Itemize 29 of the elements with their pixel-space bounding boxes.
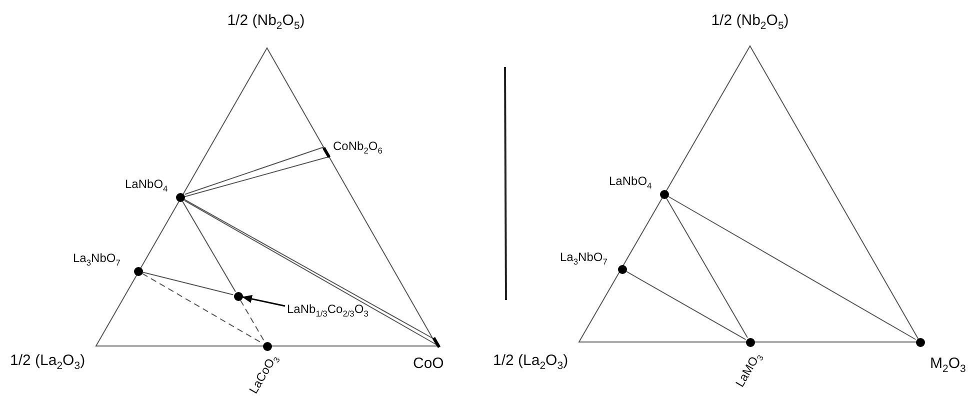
tie-line: [626, 270, 746, 340]
compound-label: CoO: [413, 355, 444, 373]
phase-point: [134, 266, 142, 276]
compound-label: La$_{3}$NbO$_{7}$: [73, 251, 120, 270]
compound-label: LaNbO$_{4}$: [609, 174, 652, 192]
compound-label: M$_{2}$O$_{3}$: [930, 355, 966, 377]
phase-point: [618, 264, 626, 274]
phase-point: [176, 192, 184, 202]
phase-bar: [322, 146, 330, 158]
tie-line: [182, 200, 236, 292]
vertex-label: 1/2 (La$_{2}$O$_{3}$): [493, 352, 568, 374]
compound-label: LaNb$_{1/3}$Co$_{2/3}$O$_{3}$: [287, 302, 368, 320]
phase-point: [746, 338, 754, 346]
tie-line: [184, 156, 328, 198]
arrow: [242, 295, 286, 307]
tie-line: [240, 300, 265, 342]
phase-point: [234, 292, 242, 300]
vertex-label: 1/2 (Nb$_{2}$O$_{5}$): [227, 12, 305, 34]
compound-label: LaNbO$_{4}$: [125, 177, 168, 196]
vertex-label: 1/2 (Nb$_{2}$O$_{5}$): [711, 12, 789, 34]
vertex-label: 1/2 (La$_{2}$O$_{3}$): [10, 352, 86, 374]
compound-label: CoNb$_{2}$O$_{6}$: [333, 139, 382, 158]
compound-label: La$_{3}$NbO$_{7}$: [560, 250, 608, 268]
phase-point: [262, 342, 272, 350]
tie-line: [184, 146, 324, 195]
tie-line: [666, 198, 748, 338]
phase-point: [660, 190, 668, 198]
tie-line: [142, 272, 234, 296]
phase-point: [916, 338, 924, 346]
